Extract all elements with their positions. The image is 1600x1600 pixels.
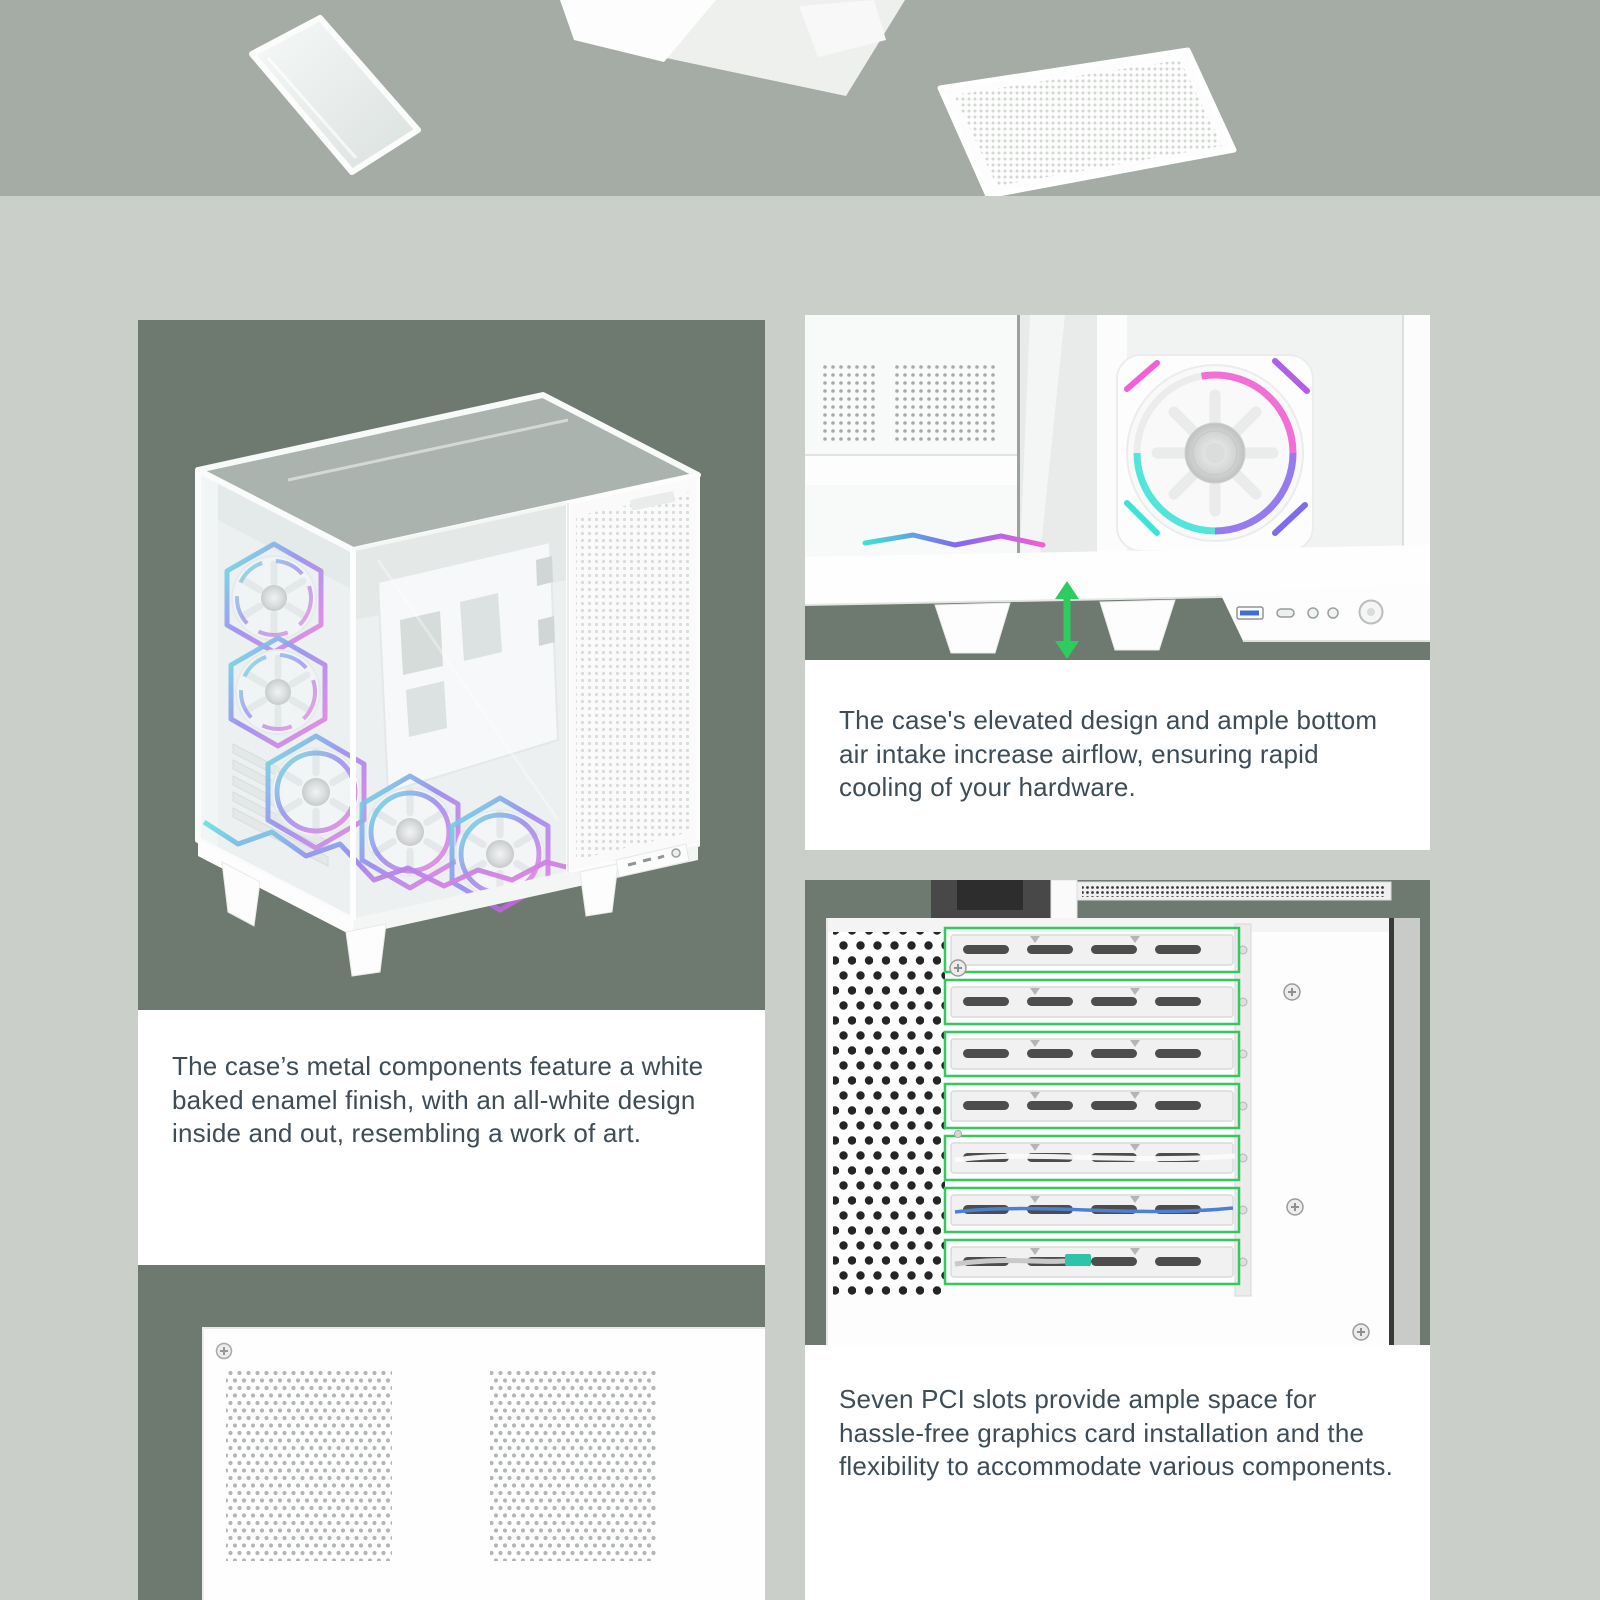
case-foot: [579, 863, 619, 917]
rear-vent-grid: [833, 932, 945, 1300]
io-ports: [1220, 583, 1430, 642]
banner-mesh-panel: [937, 47, 1237, 196]
case-foot: [1099, 599, 1176, 651]
led-button: [1327, 607, 1339, 619]
case-render: [195, 392, 701, 977]
caption-pci: Seven PCI slots provide ample space for …: [839, 1384, 1394, 1481]
pci-slot: [950, 1090, 1248, 1122]
rivet: [954, 1130, 962, 1138]
screw-icon: [949, 959, 967, 977]
case-foot: [345, 923, 387, 977]
pci-slot: [950, 934, 1248, 966]
vent-panel-graphic: [202, 1327, 765, 1600]
case-mesh-panel: [566, 473, 700, 875]
caption-finish: The case’s metal components feature a wh…: [172, 1051, 704, 1148]
pci-slot: [950, 1038, 1248, 1070]
banner-glass-side-panel: [249, 15, 421, 175]
feature-card-pci: [805, 880, 1430, 1345]
case-bottom-band: [805, 545, 1430, 605]
screw-icon: [215, 1342, 233, 1360]
feature-card-vent-panel: [138, 1265, 765, 1600]
bottom-rgb-fan-1: [265, 733, 367, 851]
cables: [954, 1153, 1236, 1267]
case-foot: [934, 602, 1011, 654]
case-bottom-render: [805, 315, 1430, 659]
screw-icon: [1283, 983, 1301, 1001]
front-rgb-fan-2: [228, 635, 328, 749]
vent-grid-left: [226, 1369, 392, 1561]
feature-card-finish: [138, 320, 765, 1010]
caption-panel-finish: The case’s metal components feature a wh…: [138, 1010, 765, 1265]
interior-vent-grid: [893, 365, 997, 445]
bottom-rgb-fan-3: [449, 795, 551, 913]
brand-logo-plate: [630, 491, 675, 511]
exploded-panels-banner: [0, 0, 1600, 196]
glass-seam: [1017, 315, 1020, 557]
vent-grid-right: [490, 1369, 656, 1561]
airflow-arrow-icon: [1055, 581, 1079, 659]
rgb-strip: [862, 532, 1046, 548]
caption-airflow: The case's elevated design and ample bot…: [839, 705, 1378, 802]
screw-icon: [1286, 1198, 1304, 1216]
audio-jack: [1307, 607, 1319, 619]
pci-slot-highlights: [943, 926, 1241, 1286]
screw-icon: [1352, 1323, 1370, 1341]
panel-edge: [1389, 918, 1394, 1345]
caption-panel-airflow: The case's elevated design and ample bot…: [805, 660, 1430, 850]
case-side-glass: [351, 501, 570, 922]
pci-slots-render: [826, 880, 1420, 1345]
banner-small-panel: [799, 0, 886, 57]
feature-card-airflow: [805, 315, 1430, 660]
case-foot: [221, 861, 261, 927]
banner-graphic: [249, 0, 1237, 196]
caption-panel-pci: Seven PCI slots provide ample space for …: [805, 1345, 1430, 1600]
usb-c-port: [1276, 608, 1295, 618]
pci-slot-covers: [950, 934, 1248, 1278]
rgb-strip: [202, 819, 579, 889]
cable-connector: [1065, 1254, 1091, 1266]
pci-slot: [950, 986, 1248, 1018]
side-rgb-fan: [1116, 354, 1314, 552]
interior-vent-grid: [821, 365, 877, 445]
io-ports: [615, 843, 690, 878]
